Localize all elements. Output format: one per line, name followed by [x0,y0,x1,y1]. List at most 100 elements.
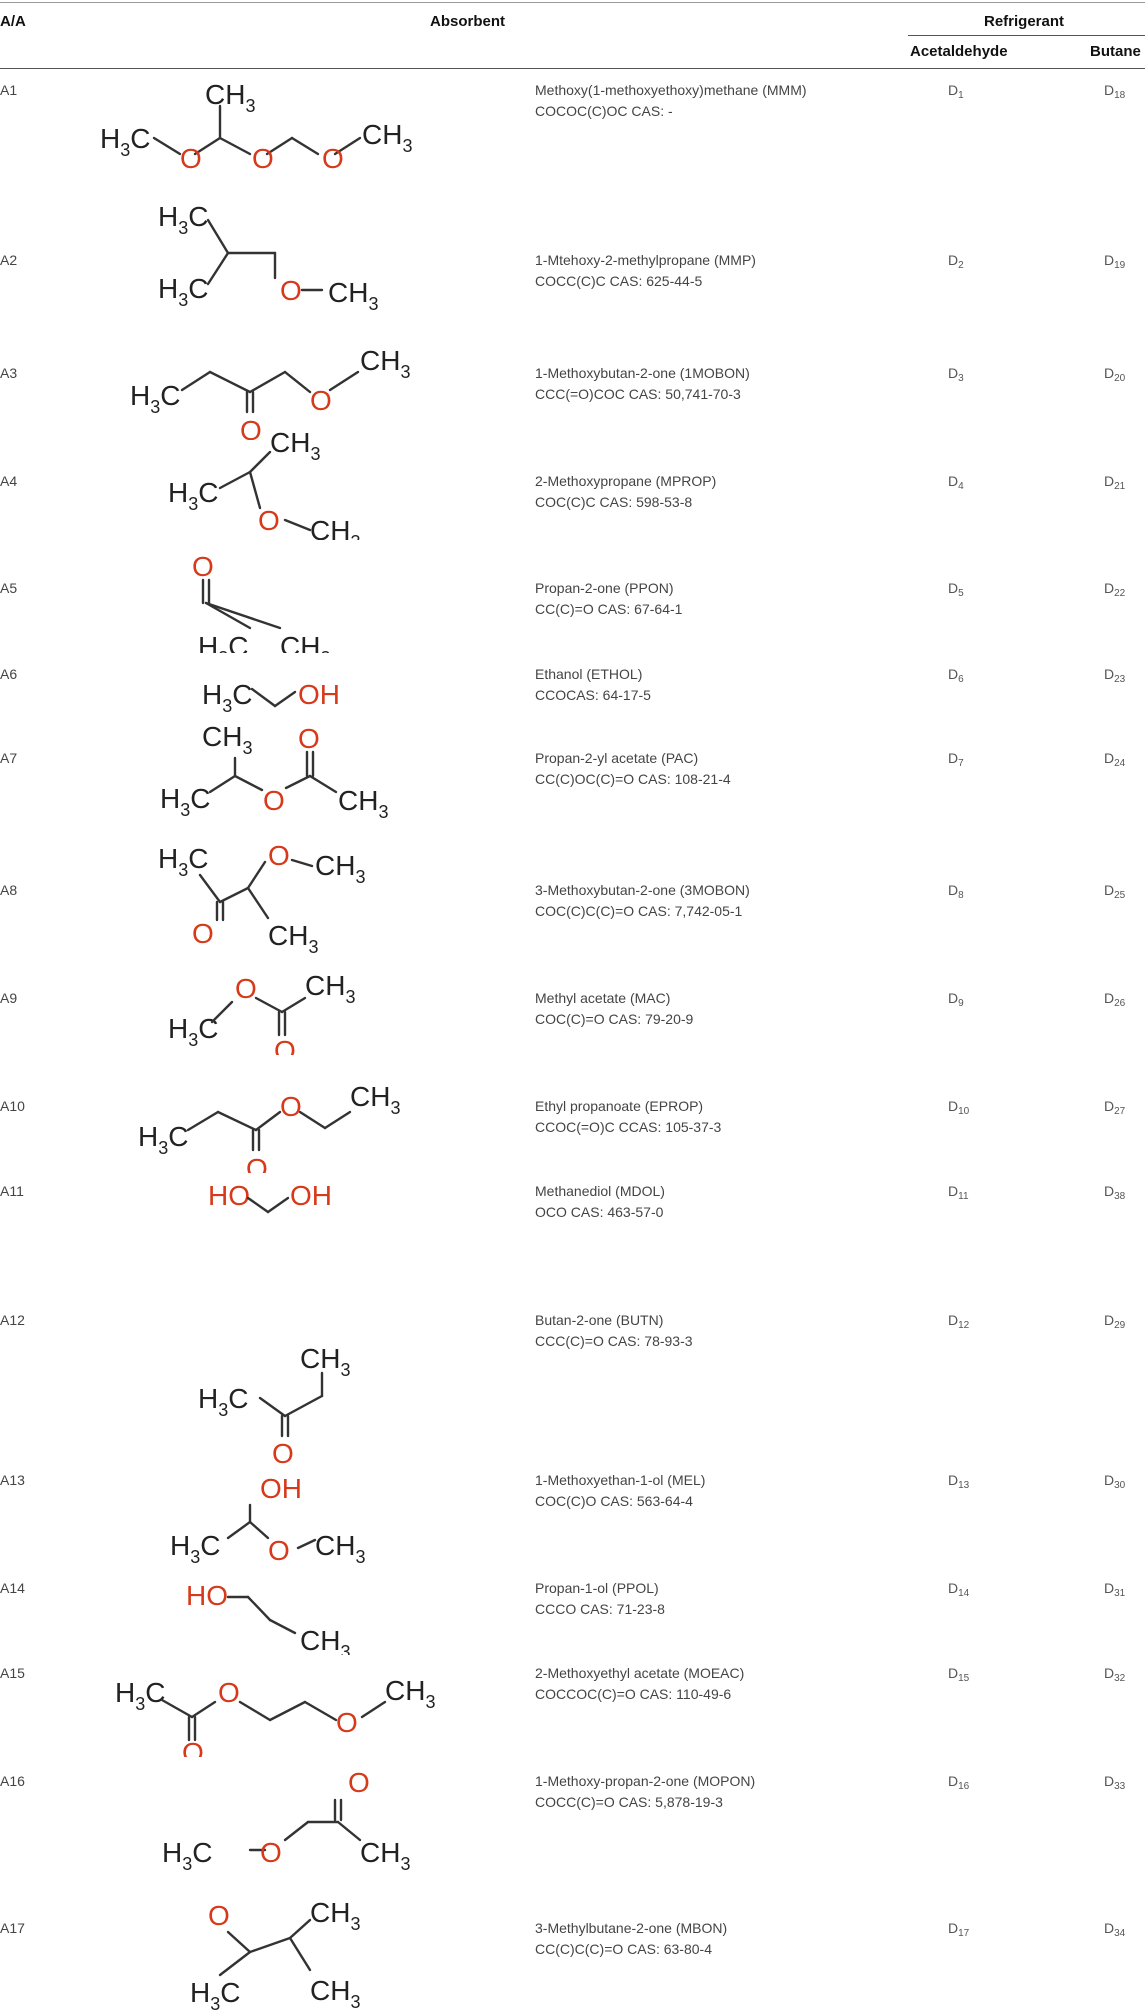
smiles-cas: CCCO CAS: 71-23-8 [535,1601,665,1617]
carbon-label: H3C [100,123,150,160]
butane-value: D24 [1104,750,1126,769]
bond-line [280,996,307,1014]
compound-name: Methanediol (MDOL) [535,1183,665,1199]
bond-line [283,1394,324,1418]
header-refrigerant: Refrigerant [984,13,1065,30]
compound-name: 2-Methoxyethyl acetate (MOEAC) [535,1665,745,1681]
bond-line [290,136,320,156]
oxygen-label: OH [290,1180,332,1211]
absorbent-name: 2-Methoxypropane (MPROP)COC(C)C CAS: 598… [535,471,716,513]
bond-line [265,136,294,156]
absorbent-name: 1-Mtehoxy-2-methylpropane (MMP)COCC(C)C … [535,250,756,292]
carbon-label: CH3 [202,721,252,758]
acetaldehyde-value: D8 [948,882,964,901]
oxygen-label: OH [260,1473,302,1504]
carbon-label: CH3 [280,631,330,653]
oxygen-label: O [240,415,262,440]
carbon-label: CH3 [268,920,318,957]
bond-line [190,1700,217,1719]
acetaldehyde-value: D17 [948,1920,970,1939]
bond-line [268,1618,297,1635]
bond-line [204,601,282,630]
row-id: A3 [0,365,18,381]
row-id: A7 [0,750,18,766]
bond-line [268,1700,307,1722]
row-id: A13 [0,1472,25,1488]
bond-line [328,370,360,392]
oxygen-label: O [192,918,214,949]
absorbent-name: Propan-1-ol (PPOL)CCCO CAS: 71-23-8 [535,1578,665,1620]
bond-line [333,136,362,156]
carbon-label: CH3 [310,1975,360,2010]
smiles-cas: CCC(=O)COC CAS: 50,741-70-3 [535,386,741,402]
absorbent-name: Propan-2-one (PPON)CC(C)=O CAS: 67-64-1 [535,578,682,620]
bond-line [152,136,182,156]
smiles-cas: CC(C)OC(C)=O CAS: 108-21-4 [535,771,731,787]
carbon-label: H3C [190,1977,240,2010]
bond-line [186,1110,220,1132]
smiles-cas: OCO CAS: 463-57-0 [535,1204,664,1220]
bond-line [258,1396,287,1418]
butane-value: D19 [1104,252,1126,271]
row-id: A4 [0,473,18,489]
acetaldehyde-value: D13 [948,1472,970,1491]
refrigerant-rule [908,35,1145,36]
bond-line [254,1110,282,1132]
header-butane: Butane [1090,43,1141,60]
absorbent-name: 3-Methylbutane-2-one (MBON)CC(C)C(C)=O C… [535,1918,727,1960]
oxygen-label: O [280,1091,302,1122]
oxygen-label: HO [186,1580,228,1611]
compound-name: 1-Methoxy-propan-2-one (MOPON) [535,1773,756,1789]
acetaldehyde-value: D15 [948,1665,970,1684]
butane-value: D27 [1104,1098,1126,1117]
butane-value: D33 [1104,1773,1126,1792]
bond-line [160,1698,194,1719]
carbon-label: H3C [198,631,248,653]
carbon-label: CH3 [338,785,388,818]
acetaldehyde-value: D10 [948,1098,970,1117]
smiles-cas: COC(C)C CAS: 598-53-8 [535,494,693,510]
bond-line [283,370,312,394]
carbon-label: CH3 [362,119,412,156]
carbon-label: CH3 [305,970,355,1007]
oxygen-label: O [218,1677,240,1708]
oxygen-label: O [336,1707,358,1738]
row-id: A11 [0,1183,24,1199]
absorbent-name: 1-Methoxy-propan-2-one (MOPON)COCC(C)=O … [535,1771,755,1813]
absorbent-name: Ethyl propanoate (EPROP)CCOC(=O)C CCAS: … [535,1096,721,1138]
oxygen-label: O [182,1737,204,1757]
bond-line [248,1520,270,1540]
top-rule [0,2,1145,3]
header-aa: A/A [0,13,26,30]
bond-line [218,886,250,904]
bond-line [248,450,272,474]
smiles-cas: COC(C)O CAS: 563-64-4 [535,1493,693,1509]
bond-line [208,370,252,394]
row-id: A15 [0,1665,25,1681]
row-id: A16 [0,1773,25,1789]
butane-value: D22 [1104,580,1126,599]
absorbent-name: 3-Methoxybutan-2-one (3MOBON)COC(C)C(C)=… [535,880,750,922]
compound-name: Propan-2-yl acetate (PAC) [535,750,699,766]
bond-line [226,1520,252,1540]
carbon-label: H3C [158,273,208,310]
butane-value: D38 [1104,1183,1126,1202]
carbon-label: H3C [170,1530,220,1567]
acetaldehyde-value: D6 [948,666,964,685]
bond-line [198,873,222,904]
acetaldehyde-value: D2 [948,252,964,271]
bond-line [208,774,237,794]
bond-line [246,886,270,920]
oxygen-label: O [274,1035,296,1055]
chemical-structure: OH3CCH3 [192,551,330,653]
smiles-cas: CC(C)=O CAS: 67-64-1 [535,601,683,617]
